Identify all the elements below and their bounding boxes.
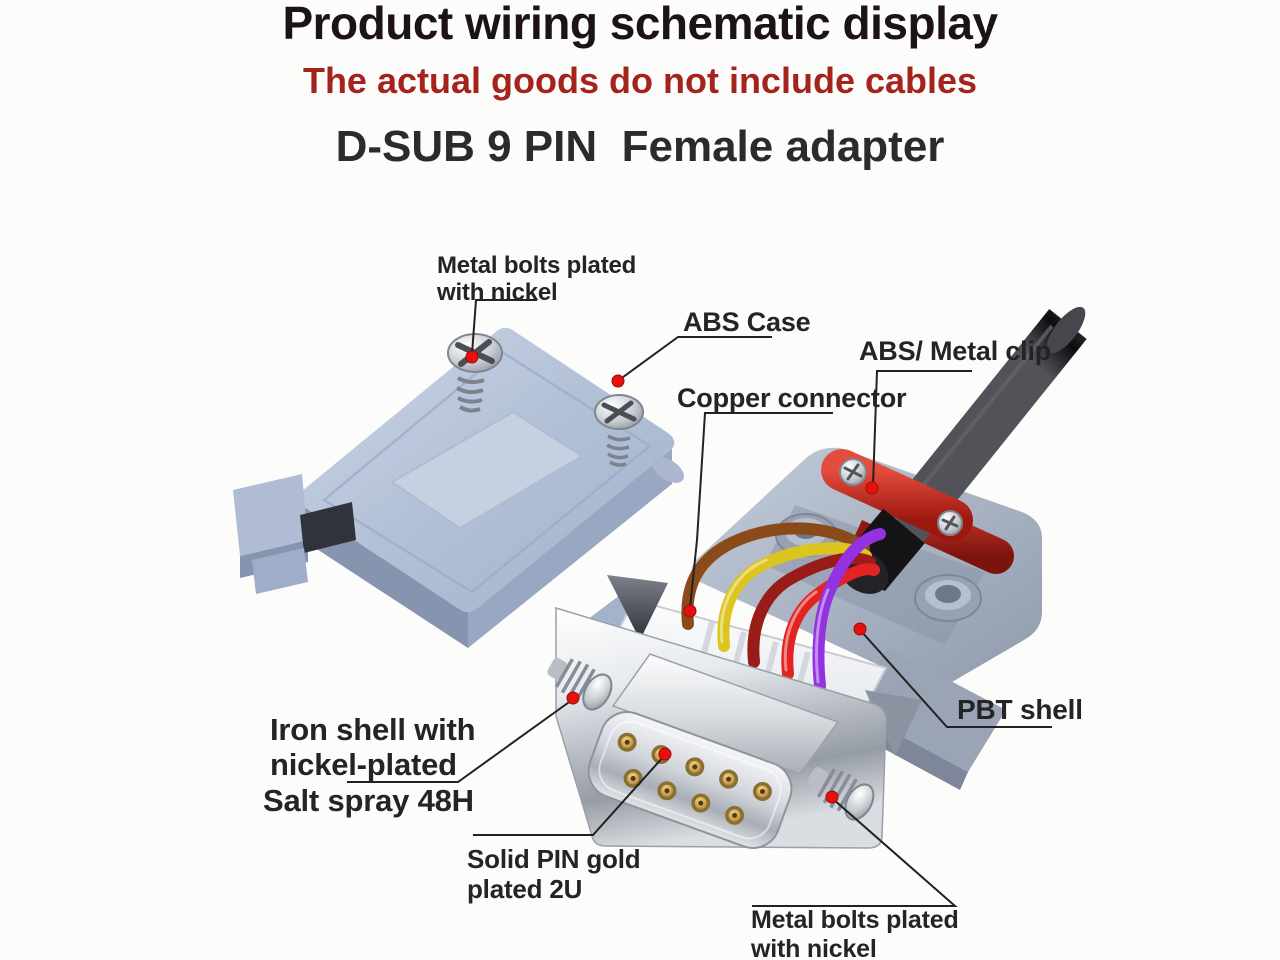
dsub-connector-face: [587, 711, 793, 849]
callout-metal-bolts-bottom: Metal bolts plated with nickel: [751, 906, 959, 960]
dot-abs-case: [611, 374, 625, 388]
product-name: D-SUB 9 PIN Female adapter: [335, 122, 945, 171]
callout-abs-metal-clip: ABS/ Metal clip: [859, 336, 1052, 366]
wire-brown: [681, 522, 870, 630]
page-title: Product wiring schematic display: [282, 0, 998, 49]
callout-line: Solid PIN gold: [467, 844, 641, 874]
pbt-shell-arm: [850, 648, 1006, 772]
callout-iron-shell: Iron shell with nickel-plated: [270, 712, 476, 783]
page-subtitle: The actual goods do not include cables: [302, 60, 978, 101]
callout-line: Iron shell with: [270, 712, 476, 747]
leader-lines: [347, 299, 1052, 907]
dot-metal-bolts-bottom: [825, 790, 839, 804]
callout-solid-pin: Solid PIN gold plated 2U: [467, 844, 641, 904]
wire-red: [781, 563, 880, 680]
callout-abs-case: ABS Case: [683, 307, 811, 337]
callout-line: with nickel: [437, 279, 558, 307]
callout-line: plated 2U: [467, 873, 583, 904]
metal-cable-clip: [821, 449, 973, 541]
callout-line: Metal bolts plated: [751, 906, 959, 934]
callout-dots: [465, 350, 879, 804]
dot-metal-bolts-top: [465, 350, 479, 364]
dot-abs-metal-clip: [865, 481, 879, 495]
callout-line: Metal bolts plated: [437, 252, 637, 279]
wire-yellow: [717, 542, 872, 652]
callout-line: nickel-plated: [270, 747, 457, 783]
callout-copper-connector: Copper connector: [677, 383, 907, 413]
case-screw-far: [594, 394, 644, 467]
case-label-recess: [390, 410, 584, 530]
dot-solid-pin: [658, 747, 672, 761]
dot-copper-connector: [683, 604, 697, 618]
shell-clip-wing-left: [607, 575, 668, 640]
callout-line: with nickel: [751, 934, 877, 960]
pin-sockets: [617, 732, 772, 825]
shell-boss-right: [914, 574, 982, 622]
callout-pbt-shell: PBT shell: [957, 694, 1083, 725]
flange-screw-left: [547, 658, 613, 711]
wire-purple: [812, 528, 886, 692]
callout-salt-spray: Salt spray 48H: [263, 783, 474, 818]
dot-pbt-shell: [853, 622, 867, 636]
callout-metal-bolts-top: Metal bolts plated with nickel: [437, 252, 636, 307]
dot-iron-shell: [566, 691, 580, 705]
